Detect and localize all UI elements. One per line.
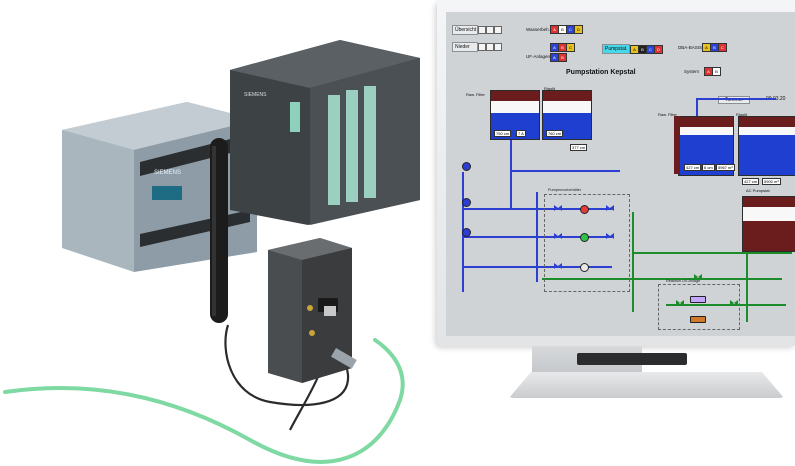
nav-dba[interactable]: DBA-BASIS	[678, 45, 703, 50]
status-chip: B	[558, 53, 567, 62]
valve-icon[interactable]	[606, 205, 614, 211]
tank-label: Rigolit	[544, 86, 556, 91]
nav-overview-status	[486, 26, 494, 34]
status-chip: C	[566, 43, 575, 52]
monitor-stand-base	[509, 372, 784, 398]
readout: 5900 m³	[762, 178, 781, 185]
pump-icon[interactable]	[462, 198, 471, 207]
valve-icon[interactable]	[676, 300, 684, 306]
pipe	[696, 98, 776, 100]
valve-icon[interactable]	[730, 300, 738, 306]
tank-ac	[742, 196, 795, 252]
section-label: Reaktion UV-Anlage	[666, 279, 701, 283]
hmi-screen: Übersicht Wasserbeh. A B C D Pumpstat. A…	[446, 12, 795, 336]
valve-icon[interactable]	[554, 263, 562, 269]
antenna	[210, 138, 228, 323]
compact-plc-brand: SIEMENS	[154, 170, 181, 176]
section-label: Pumpenvorbehälter	[548, 188, 582, 192]
modular-plc-brand: SIEMENS	[244, 92, 267, 98]
tank-wall	[543, 91, 591, 101]
tank-left-b	[542, 90, 592, 140]
tank-water	[743, 221, 795, 251]
nav-lower-status	[486, 43, 494, 51]
status-chip: C	[718, 43, 727, 52]
readout: 7 A	[516, 130, 526, 137]
nav-lower-status	[478, 43, 486, 51]
pump-icon[interactable]	[580, 205, 589, 214]
readout: 427 cm	[684, 164, 702, 171]
monitor: Übersicht Wasserbeh. A B C D Pumpstat. A…	[437, 0, 795, 400]
tank-wall	[679, 117, 733, 127]
nav-system[interactable]: System	[684, 69, 700, 74]
pump-section-box	[544, 194, 630, 292]
tank-label: Rigolit	[736, 112, 748, 117]
valve-icon[interactable]	[694, 274, 702, 280]
nav-water[interactable]: Wasserbeh.	[526, 27, 550, 32]
readout: 750 cm	[494, 130, 512, 137]
readout: 377 cm	[570, 144, 588, 151]
nav-uf[interactable]: UF-Anlagen	[526, 54, 551, 59]
status-chip: B	[712, 67, 721, 76]
tank-wall	[674, 116, 680, 174]
valve-icon[interactable]	[554, 233, 562, 239]
uv-lamp-icon[interactable]	[690, 296, 706, 303]
pipe	[666, 304, 786, 306]
pump-icon[interactable]	[462, 228, 471, 237]
pipe	[632, 252, 792, 254]
pipe	[536, 192, 538, 282]
modular-plc: SIEMENS	[230, 40, 420, 225]
tank-wall	[743, 197, 795, 207]
status-chip: D	[574, 25, 583, 34]
tank-water	[739, 135, 795, 175]
nav-overview[interactable]: Übersicht	[452, 25, 478, 35]
section-label: AC Pumpstat	[746, 188, 770, 193]
tab-selector[interactable]: Tommer	[718, 96, 751, 104]
tank-wall	[491, 91, 539, 101]
readout: 6 cm	[702, 164, 715, 171]
uv-lamp-icon[interactable]	[690, 316, 706, 323]
readout: 760 cm	[546, 130, 564, 137]
pipe	[696, 98, 698, 116]
tank-label: Raw. Filter	[466, 92, 485, 97]
valve-icon[interactable]	[606, 233, 614, 239]
nav-pumpstation[interactable]: Pumpstat.	[602, 44, 630, 54]
nav-lower[interactable]: Nieder	[452, 42, 478, 52]
communication-module	[268, 238, 357, 383]
pipe	[632, 212, 634, 312]
nav-overview-status	[478, 26, 486, 34]
page-title: Pumpstation Kepstal	[566, 69, 636, 76]
readout: 5967 m³	[716, 164, 735, 171]
pipe	[542, 278, 782, 280]
tank-right-b	[738, 116, 795, 176]
tank-wall	[739, 117, 795, 127]
pipe	[746, 252, 748, 322]
monitor-bezel: Übersicht Wasserbeh. A B C D Pumpstat. A…	[437, 0, 795, 346]
pump-icon[interactable]	[580, 263, 589, 272]
nav-overview-status	[494, 26, 502, 34]
pipe	[510, 140, 512, 210]
valve-icon[interactable]	[554, 205, 562, 211]
nav-lower-status	[494, 43, 502, 51]
pump-icon[interactable]	[580, 233, 589, 242]
tank-label: Raw. Filter	[658, 112, 677, 117]
monitor-stand-slot	[577, 353, 687, 365]
pipe	[510, 170, 620, 172]
uv-section-box	[658, 284, 740, 330]
readout: 427 cm	[742, 178, 760, 185]
status-chip: D	[654, 45, 663, 54]
pump-icon[interactable]	[462, 162, 471, 171]
